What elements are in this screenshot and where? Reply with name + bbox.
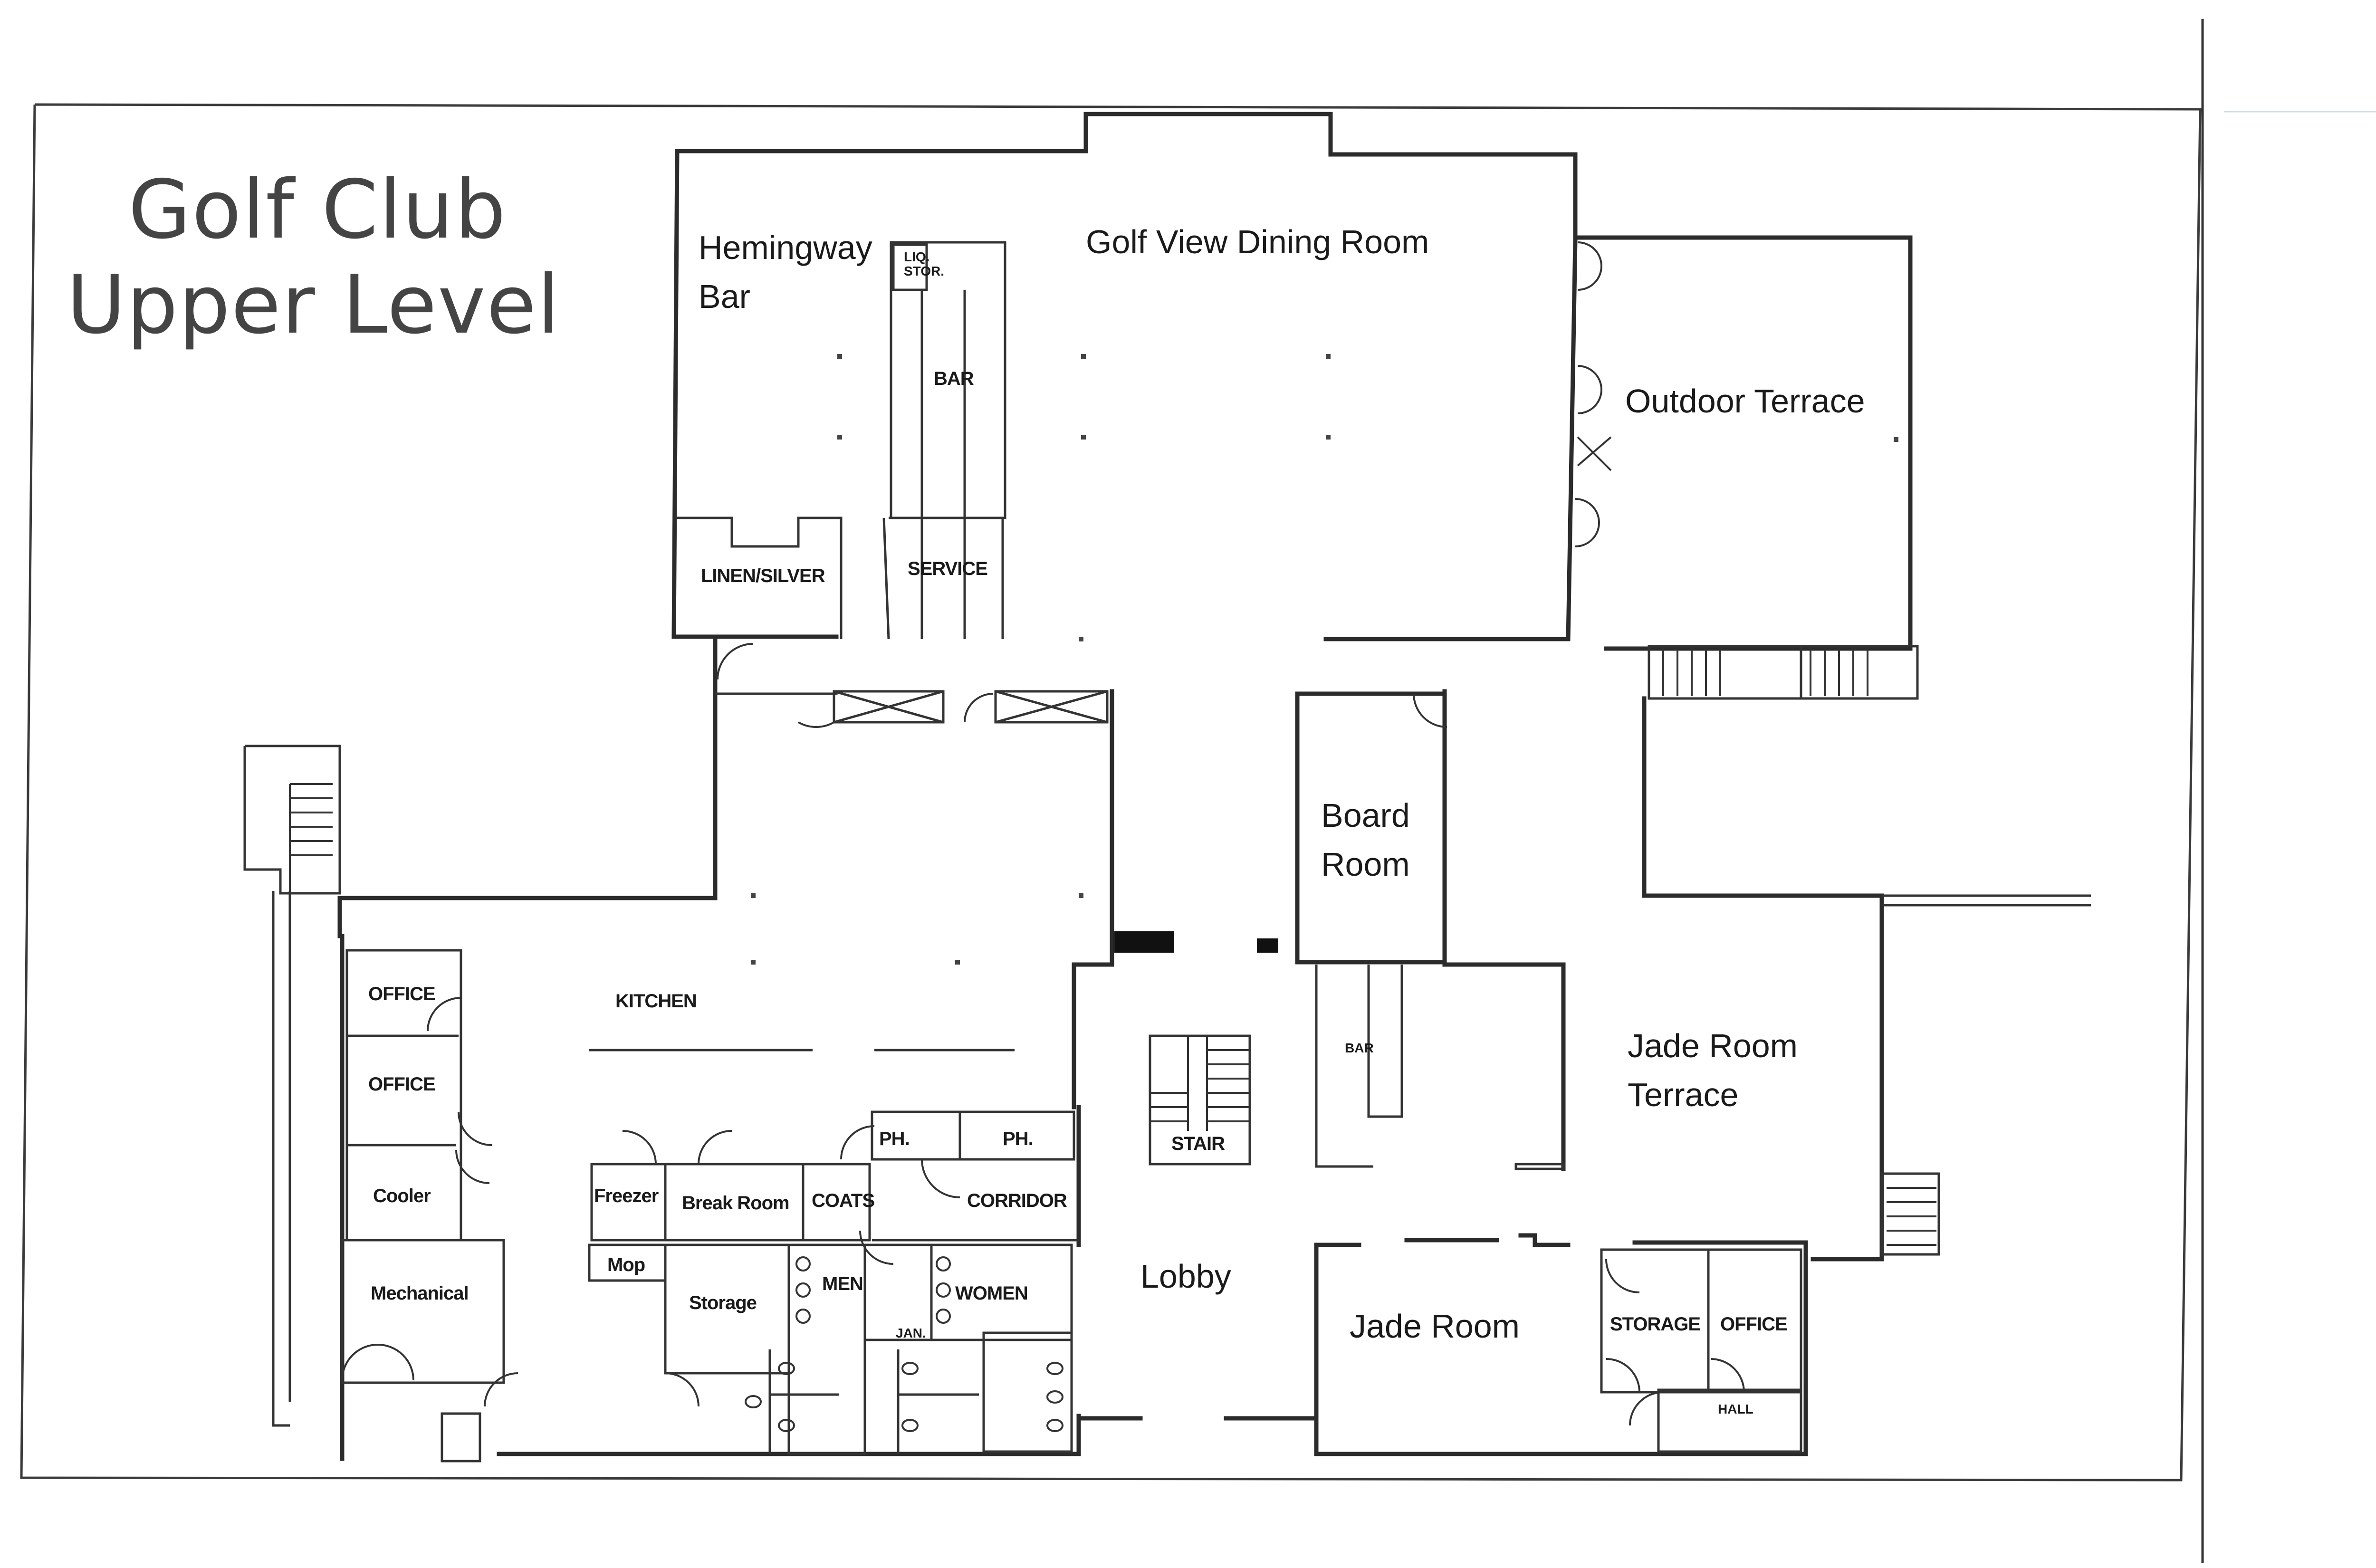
- title-line-1: Golf Club: [128, 163, 507, 257]
- label-office-right: OFFICE: [1720, 1314, 1787, 1335]
- title-line-2: Upper Level: [67, 258, 561, 352]
- label-office-1: OFFICE: [368, 984, 435, 1004]
- label-service: SERVICE: [908, 558, 987, 579]
- interior-partitions: [341, 241, 1802, 1463]
- label-corridor: CORRIDOR: [967, 1190, 1067, 1211]
- label-linen-silver: LINEN/SILVER: [701, 565, 825, 586]
- label-hall: HALL: [1718, 1402, 1753, 1416]
- label-mechanical: Mechanical: [371, 1283, 469, 1304]
- label-liq-stor-1: LIQ.: [904, 249, 929, 264]
- plan-title: Golf Club Upper Level: [67, 163, 561, 352]
- central-stair: [1149, 1034, 1251, 1166]
- label-bar-upper: BAR: [934, 368, 974, 389]
- label-jan: JAN.: [896, 1326, 926, 1340]
- label-board-room-1: Board: [1321, 797, 1410, 834]
- label-jade-room-terrace-2: Terrace: [1628, 1076, 1738, 1113]
- label-board-room-2: Room: [1321, 846, 1410, 883]
- label-mop: Mop: [607, 1254, 645, 1275]
- building-walls: [243, 112, 2091, 1461]
- right-stair: [1887, 1187, 1936, 1246]
- label-hemingway-bar-2: Bar: [699, 278, 750, 315]
- page-frame: [20, 19, 2376, 1563]
- label-jade-room-terrace-1: Jade Room: [1628, 1027, 1798, 1064]
- label-office-2: OFFICE: [368, 1074, 435, 1095]
- label-lobby: Lobby: [1140, 1258, 1231, 1295]
- structural-columns: [751, 354, 1898, 965]
- label-kitchen: KITCHEN: [615, 991, 697, 1012]
- left-stair: [289, 783, 333, 893]
- label-coats: COATS: [812, 1190, 874, 1211]
- label-bar-lower: BAR: [1345, 1041, 1374, 1055]
- room-labels: Hemingway Bar Golf View Dining Room Outd…: [368, 223, 1865, 1416]
- label-break-room: Break Room: [682, 1193, 789, 1214]
- label-hemingway-bar-1: Hemingway: [699, 229, 872, 266]
- label-storage-right: STORAGE: [1610, 1314, 1700, 1335]
- label-women: WOMEN: [955, 1283, 1028, 1304]
- label-cooler: Cooler: [373, 1186, 431, 1206]
- label-ph-1: PH.: [879, 1128, 910, 1149]
- label-jade-room: Jade Room: [1350, 1308, 1520, 1345]
- label-ph-2: PH.: [1003, 1128, 1033, 1149]
- label-storage-lower: Storage: [689, 1292, 757, 1313]
- label-freezer: Freezer: [594, 1186, 659, 1206]
- label-liq-stor-2: STOR.: [904, 264, 944, 278]
- label-outdoor-terrace: Outdoor Terrace: [1625, 382, 1865, 420]
- label-golf-view-dining-room: Golf View Dining Room: [1086, 223, 1429, 260]
- terrace-railing: [1662, 649, 1868, 696]
- label-men: MEN: [822, 1273, 863, 1294]
- restroom-fixtures: [745, 1256, 1063, 1432]
- door-swings: [341, 241, 1745, 1426]
- label-stair: STAIR: [1171, 1133, 1225, 1154]
